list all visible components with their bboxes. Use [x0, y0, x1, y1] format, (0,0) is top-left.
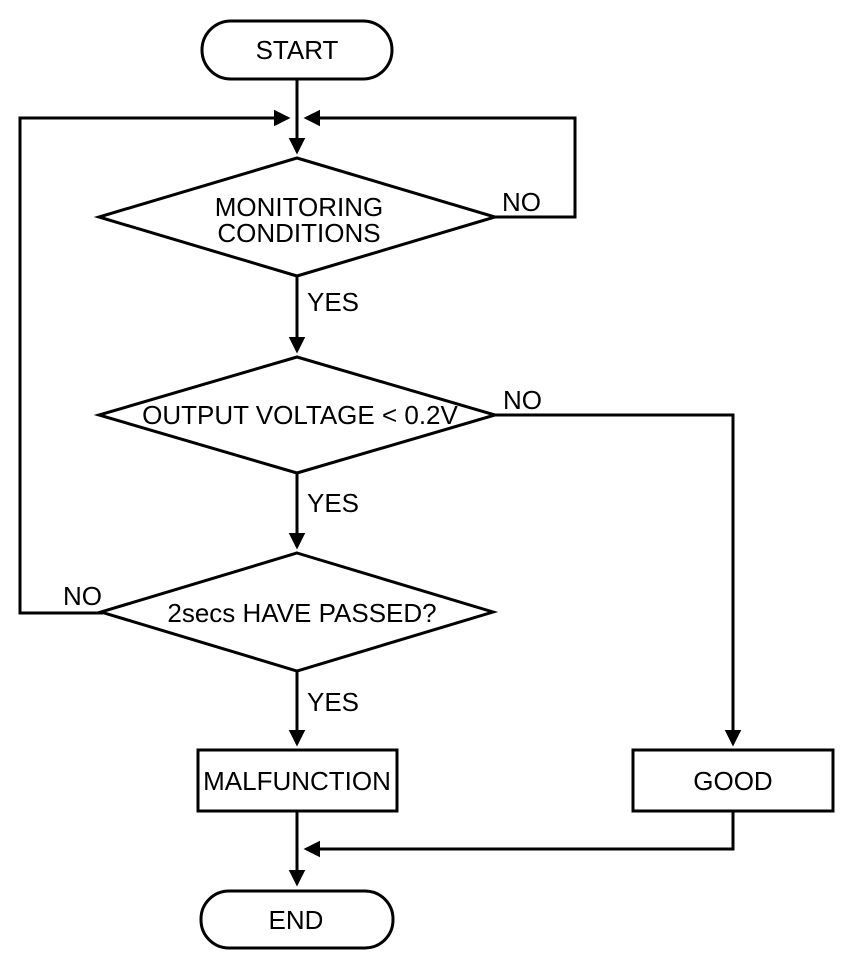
good-process-node [631, 748, 835, 813]
voltage-label: OUTPUT VOLTAGE < 0.2V [142, 400, 458, 430]
monitoring-label-line1: MONITORING [215, 192, 384, 222]
monitoring-conditions-decision-node [93, 156, 501, 278]
edge-good-to-end [303, 811, 735, 858]
start-terminator-node [200, 19, 394, 81]
passed-yes-label: YES [307, 687, 359, 717]
start-label: START [256, 35, 339, 65]
edge-passed-no-return [18, 109, 291, 615]
malfunction-label: MALFUNCTION [203, 766, 391, 796]
voltage-yes-label: YES [307, 488, 359, 518]
edge-monitoring-no-return [303, 109, 577, 219]
edge-voltage-no-to-good [495, 413, 742, 747]
monitoring-no-label: NO [502, 187, 541, 217]
passed-label: 2secs HAVE PASSED? [167, 598, 436, 628]
output-voltage-decision-node [93, 355, 501, 475]
end-label: END [269, 905, 324, 935]
2secs-passed-decision-node [95, 551, 499, 673]
voltage-no-label: NO [503, 385, 542, 415]
monitoring-yes-label: YES [307, 287, 359, 317]
good-label: GOOD [693, 766, 772, 796]
end-terminator-node [199, 889, 395, 950]
monitoring-label-line2: CONDITIONS [217, 218, 380, 248]
passed-no-label: NO [63, 581, 102, 611]
malfunction-process-node [196, 748, 399, 813]
